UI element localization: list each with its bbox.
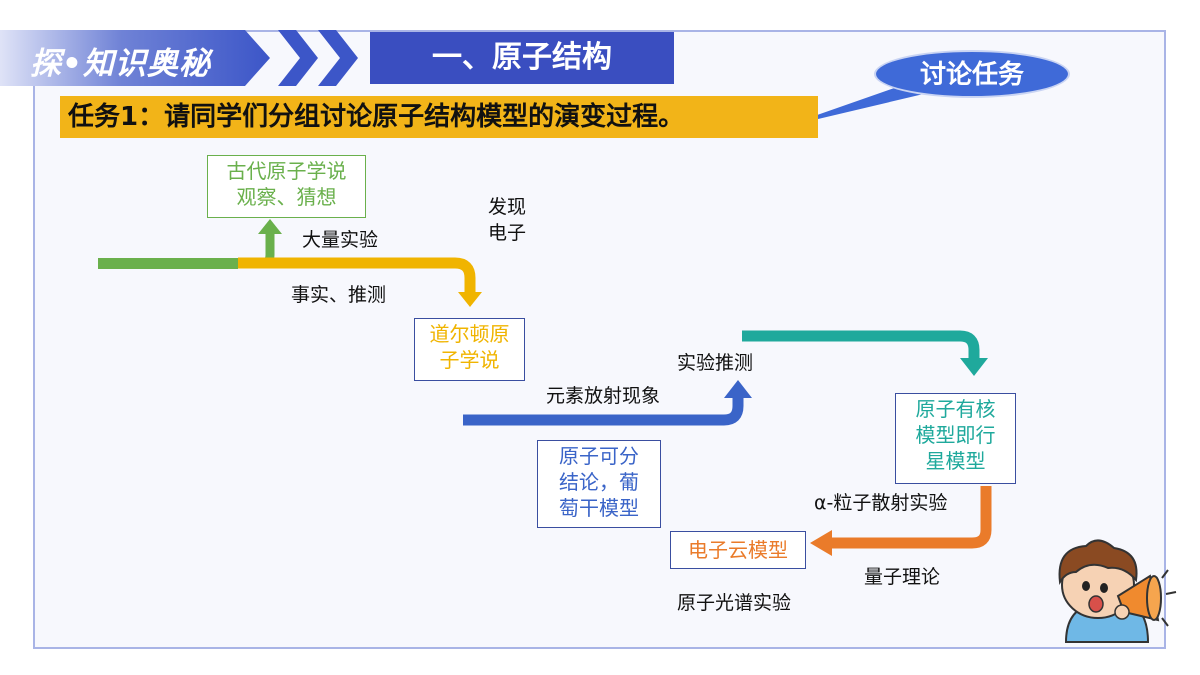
label-discover-1: 发现 — [488, 196, 527, 218]
model-line: 观察、猜想 — [236, 185, 337, 209]
arrow-head-down — [458, 292, 482, 307]
callout-pointer — [780, 86, 932, 128]
model-line: 子学说 — [439, 348, 500, 372]
section-banner — [0, 30, 270, 86]
arrow-head-up — [724, 380, 752, 398]
model-line: 原子可分 — [559, 444, 639, 468]
section-title: 一、原子结构 — [370, 32, 674, 84]
label-alpha-scattering: α-粒子散射实验 — [814, 492, 948, 514]
label-discover-2: 电子 — [488, 222, 527, 244]
flow-segment-blue — [463, 396, 744, 426]
model-box-ancient: 古代原子学说 观察、猜想 — [207, 155, 366, 218]
model-line: 萄干模型 — [559, 496, 639, 520]
label-radioactivity: 元素放射现象 — [546, 385, 661, 407]
flow-segment-green — [98, 258, 238, 269]
model-line: 原子有核 — [915, 397, 996, 421]
flow-segment-orange — [830, 486, 992, 549]
model-box-nuclear: 原子有核 模型即行 星模型 — [895, 393, 1016, 484]
label-facts: 事实、推测 — [291, 284, 387, 306]
model-box-dalton: 道尔顿原 子学说 — [414, 318, 525, 381]
model-line: 道尔顿原 — [429, 322, 510, 346]
callout-bubble: 讨论任务 — [874, 50, 1070, 98]
model-line: 结论，葡 — [559, 470, 639, 494]
model-line: 电子云模型 — [688, 538, 788, 562]
arrow-head-down — [960, 358, 988, 376]
section-tag: 探•知识奥秘 — [30, 46, 211, 82]
model-box-electron-cloud: 电子云模型 — [670, 531, 806, 569]
model-line: 古代原子学说 — [226, 159, 347, 183]
task-banner: 任务1：请同学们分组讨论原子结构模型的演变过程。 — [60, 96, 818, 138]
label-quantum-theory: 量子理论 — [864, 566, 941, 588]
label-spectrum-experiment: 原子光谱实验 — [677, 592, 792, 614]
flow-segment-yellow — [238, 257, 476, 294]
arrow-head-up — [258, 219, 282, 234]
model-line: 星模型 — [925, 449, 986, 473]
flow-segment-teal — [742, 330, 980, 360]
arrow-head-left — [810, 530, 832, 556]
label-experiment-inference: 实验推测 — [677, 352, 754, 374]
model-line: 模型即行 — [915, 423, 996, 447]
label-experiments: 大量实验 — [302, 229, 379, 251]
boy-with-megaphone-icon — [1058, 539, 1177, 643]
model-box-plum-pudding: 原子可分 结论，葡 萄干模型 — [537, 440, 661, 528]
